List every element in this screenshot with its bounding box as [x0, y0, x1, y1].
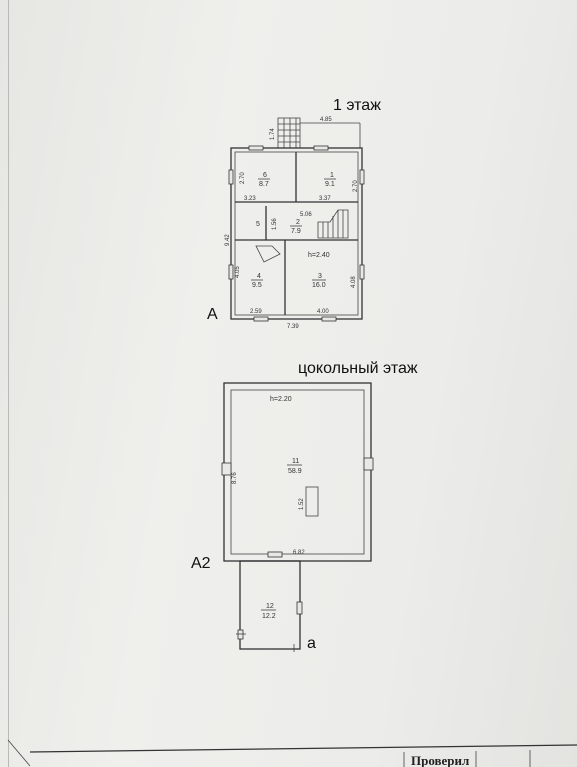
svg-text:5: 5: [256, 221, 260, 228]
dim-basement-width: 6.82: [293, 550, 305, 556]
title-block: [7, 739, 577, 767]
svg-text:58.9: 58.9: [288, 468, 302, 475]
stamp-checked-label: Проверил: [411, 753, 469, 767]
svg-text:6: 6: [263, 172, 267, 179]
svg-text:4: 4: [257, 273, 261, 280]
floor1-letter: А: [207, 306, 218, 323]
dim-right-low: 4.08: [351, 276, 357, 288]
svg-text:1: 1: [330, 172, 334, 179]
svg-text:16.0: 16.0: [312, 282, 326, 289]
basement-title: цокольный этаж: [298, 360, 418, 377]
dim-3-23: 3.23: [244, 196, 256, 202]
dim-overall-vertical: 9.42: [225, 234, 231, 246]
svg-text:11: 11: [292, 458, 299, 465]
dim-basement-side: 8.76: [232, 472, 238, 484]
svg-text:9.1: 9.1: [325, 181, 335, 188]
svg-text:2: 2: [296, 219, 300, 226]
room-6: 6 8.7: [258, 172, 270, 188]
svg-text:3: 3: [318, 273, 322, 280]
dim-overall-width: 7.39: [287, 324, 299, 330]
svg-text:7.9: 7.9: [291, 228, 301, 235]
floor1-walls: [230, 147, 363, 320]
dim-porch-top: 4.85: [320, 117, 332, 123]
svg-text:12.2: 12.2: [262, 613, 276, 620]
room-5: 5: [256, 221, 260, 228]
porch-stairs: [277, 117, 361, 149]
floor1-title: 1 этаж: [333, 97, 381, 114]
dim-left-top: 2.70: [240, 172, 246, 184]
dim-basement-stair: 1.52: [299, 498, 305, 510]
room-3: 3 16.0: [312, 273, 326, 289]
dim-mid: 5.06: [300, 212, 312, 218]
room-1: 1 9.1: [324, 172, 336, 188]
dim-bottom-right: 4.00: [317, 309, 329, 315]
page-margin-line: [8, 0, 9, 767]
room-11: 11 58.9: [287, 458, 302, 475]
dim-bottom-left: 2.59: [250, 309, 262, 315]
room-2: 2 7.9: [290, 219, 302, 235]
dim-mid-vertical: 1.56: [272, 218, 278, 230]
room-4: 4 9.5: [251, 273, 263, 289]
dim-right-top: 2.70: [353, 180, 359, 192]
dim-3-37: 3.37: [319, 196, 331, 202]
annex-walls: [236, 560, 303, 652]
basement-height: h=2.20: [270, 396, 292, 403]
svg-text:8.7: 8.7: [259, 181, 269, 188]
dim-porch-side: 1.74: [270, 128, 276, 140]
annex-letter: а: [307, 635, 316, 652]
svg-text:9.5: 9.5: [252, 282, 262, 289]
svg-text:12: 12: [266, 603, 274, 610]
dim-left-low: 4.05: [235, 266, 241, 278]
room-12: 12 12.2: [261, 603, 276, 620]
floor1-windows: [228, 145, 365, 322]
basement-letter: А2: [191, 555, 211, 572]
floor1-height: h=2.40: [308, 252, 330, 259]
